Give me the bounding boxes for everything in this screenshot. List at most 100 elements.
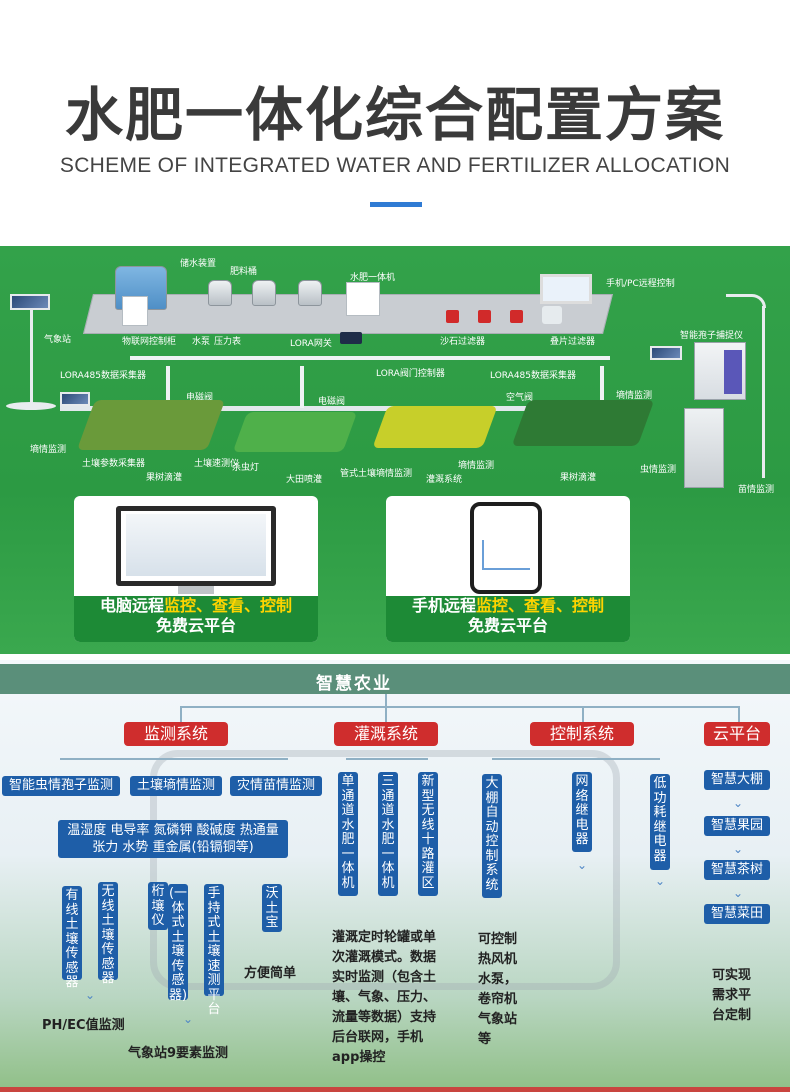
chevron-down-icon: ⌄ (576, 858, 588, 872)
label-spore-trap: 智能孢子捕捉仪 (680, 331, 744, 341)
connector-monitoring (180, 706, 182, 722)
label-orchard-drip-right: 果树滴灌 (560, 473, 597, 483)
fertilizer-bucket-2 (252, 280, 276, 306)
soil-params-line2: 张力 水势 重金属(铅镉铜等) (92, 840, 254, 855)
monitoring-sub-soil-moisture: 土壤墒情监测 (130, 776, 222, 796)
remote-monitor-icon (540, 274, 592, 304)
monitoring-sub-pest-spore: 智能虫情孢子监测 (2, 776, 120, 796)
label-iot-cabinet: 物联网控制柜 (122, 337, 177, 347)
label-soil-moisture-center: 墒情监测 (458, 461, 495, 471)
cloud-smart-greenhouse: 智慧大棚 (704, 770, 770, 790)
label-pump: 水泵 (192, 337, 211, 347)
control-greenhouse-auto: 大棚自动控制系统 (482, 774, 502, 898)
pc-card-caption: 电脑远程监控、查看、控制 免费云平台 (74, 596, 318, 642)
cloud-note-1: 可实现 (712, 968, 752, 983)
main-pipe (130, 356, 610, 360)
device-soil-instrument: 桁壤仪 (148, 882, 168, 930)
iot-cabinet-icon (122, 296, 148, 326)
control-note-3: 水泵， (478, 972, 518, 987)
label-air-valve: 空气阀 (506, 393, 534, 403)
label-tube-soil-moisture: 管式土壤墒情监测 (340, 469, 413, 479)
accent-divider (370, 202, 422, 207)
root-connector (180, 706, 740, 708)
pest-monitor-icon (684, 408, 724, 488)
cloud-smart-vegetable: 智慧菜田 (704, 904, 770, 924)
device-integrated-soil-sensor: (一体式土壤传感器) (168, 884, 188, 1003)
orchard-field-right (511, 400, 655, 446)
label-insect-killer: 杀虫灯 (232, 463, 260, 473)
monitoring-sub-disaster-seedling: 灾情苗情监测 (230, 776, 322, 796)
pc-caption-prefix: 电脑远程 (99, 596, 164, 615)
fertilizer-bucket-1 (208, 280, 232, 306)
label-fertilizer-bucket: 肥料桶 (230, 267, 258, 277)
cloud-note-2: 需求平 (712, 988, 752, 1003)
pc-caption-line2: 免费云平台 (155, 616, 236, 635)
pc-caption-highlight: 监控、查看、控制 (164, 596, 293, 615)
note-ph-ec: PH/EC值监测 (42, 1018, 125, 1033)
connector-control (582, 706, 584, 722)
bottom-border (0, 1087, 790, 1092)
irrigation-note-7: app操控 (332, 1050, 386, 1065)
control-note-2: 热风机 (478, 952, 518, 967)
soil-parameters-box: 温湿度 电导率 氮磷钾 酸碱度 热通量 张力 水势 重金属(铅镉铜等) (58, 820, 288, 858)
label-soil-param-collector: 土壤参数采集器 (82, 459, 146, 469)
control-network-relay: 网络继电器 (572, 772, 592, 852)
label-lora485-collector-left: LORA485数据采集器 (60, 371, 147, 381)
chevron-down-icon: ⌄ (84, 988, 96, 1002)
label-solenoid-valve-mid: 电磁阀 (318, 397, 346, 407)
irrigation-three-channel: 三通道水肥一体机 (378, 772, 398, 896)
control-description: 可控制 热风机 水泵， 卷帘机 气象站 等 (478, 930, 538, 1050)
category-irrigation: 灌溉系统 (334, 722, 438, 746)
irrigation-note-4: 壤、气象、压力、 (332, 990, 437, 1005)
spore-trap-solar-icon (650, 346, 682, 360)
background-frame (150, 750, 620, 990)
phone-caption-line2: 免费云平台 (467, 616, 548, 635)
control-note-1: 可控制 (478, 932, 518, 947)
spore-trap-panel (724, 350, 742, 394)
label-lora485-collector-right: LORA485数据采集器 (490, 371, 577, 381)
cloud-smart-tea: 智慧茶树 (704, 860, 770, 880)
irrigation-sub-connector (346, 758, 428, 760)
monitoring-sub-connector (60, 758, 288, 760)
connector-irrigation (385, 694, 387, 722)
label-storage-tank: 储水装置 (180, 259, 217, 269)
label-field-sprinkler: 大田喷灌 (286, 475, 323, 485)
label-irrigation-system: 灌溉系统 (426, 475, 463, 485)
root-bar (0, 664, 790, 694)
page-title: 水肥一体化综合配置方案 (64, 81, 725, 149)
irrigation-note-6: 后台联网，手机 (332, 1030, 424, 1045)
smart-agriculture-hierarchy: 智慧农业 监测系统 灌溉系统 控制系统 云平台 智能虫情孢子监测 土壤墒情监测 … (0, 660, 790, 1092)
phone-card-caption: 手机远程监控、查看、控制 免费云平台 (386, 596, 630, 642)
weather-station-pole (30, 310, 33, 406)
irrigation-note-1: 灌溉定时轮罐或单 (332, 930, 437, 945)
lamp-pole (762, 306, 765, 478)
label-remote-control: 手机/PC远程控制 (606, 279, 675, 289)
cloud-smart-orchard: 智慧果园 (704, 816, 770, 836)
branch-pipe-right (600, 366, 604, 408)
irrigation-note-2: 次灌溉模式。数据 (332, 950, 437, 965)
label-orchard-drip-left: 果树滴灌 (146, 473, 183, 483)
weather-station-solar-icon (10, 294, 50, 310)
pc-remote-card: 电脑远程监控、查看、控制 免费云平台 (74, 496, 318, 642)
note-convenient: 方便简单 (244, 966, 297, 981)
lora-gateway-icon (340, 332, 362, 344)
filter-icon-1 (446, 310, 459, 323)
phone-remote-card: 手机远程监控、查看、控制 免费云平台 (386, 496, 630, 642)
filter-icon-2 (478, 310, 491, 323)
label-lora-gateway: LORA网关 (290, 339, 332, 349)
label-weather-station: 气象站 (44, 335, 72, 345)
irrigation-note-3: 实时监测（包含土 (332, 970, 437, 985)
irrigation-wireless-ten-zone: 新型无线十路灌区 (418, 772, 438, 896)
branch-pipe-left (166, 366, 170, 408)
soil-monitor-solar-left (60, 392, 90, 406)
irrigation-description: 灌溉定时轮罐或单 次灌溉模式。数据 实时监测（包含土 壤、气象、压力、 流量等数… (332, 928, 472, 1068)
label-seedling-monitor: 苗情监测 (738, 485, 775, 495)
orchard-field-left (76, 400, 226, 450)
fertilizer-bucket-3 (298, 280, 322, 306)
label-soil-moisture-left: 墒情监测 (30, 445, 67, 455)
grass-field (232, 412, 358, 452)
chevron-down-icon: ⌄ (732, 842, 744, 856)
device-handheld-soil-platform: 手持式土壤速测平台 (204, 884, 224, 1017)
label-soil-speed-meter: 土壤速测仪 (194, 459, 240, 469)
note-weather-9: 气象站9要素监测 (128, 1046, 229, 1061)
